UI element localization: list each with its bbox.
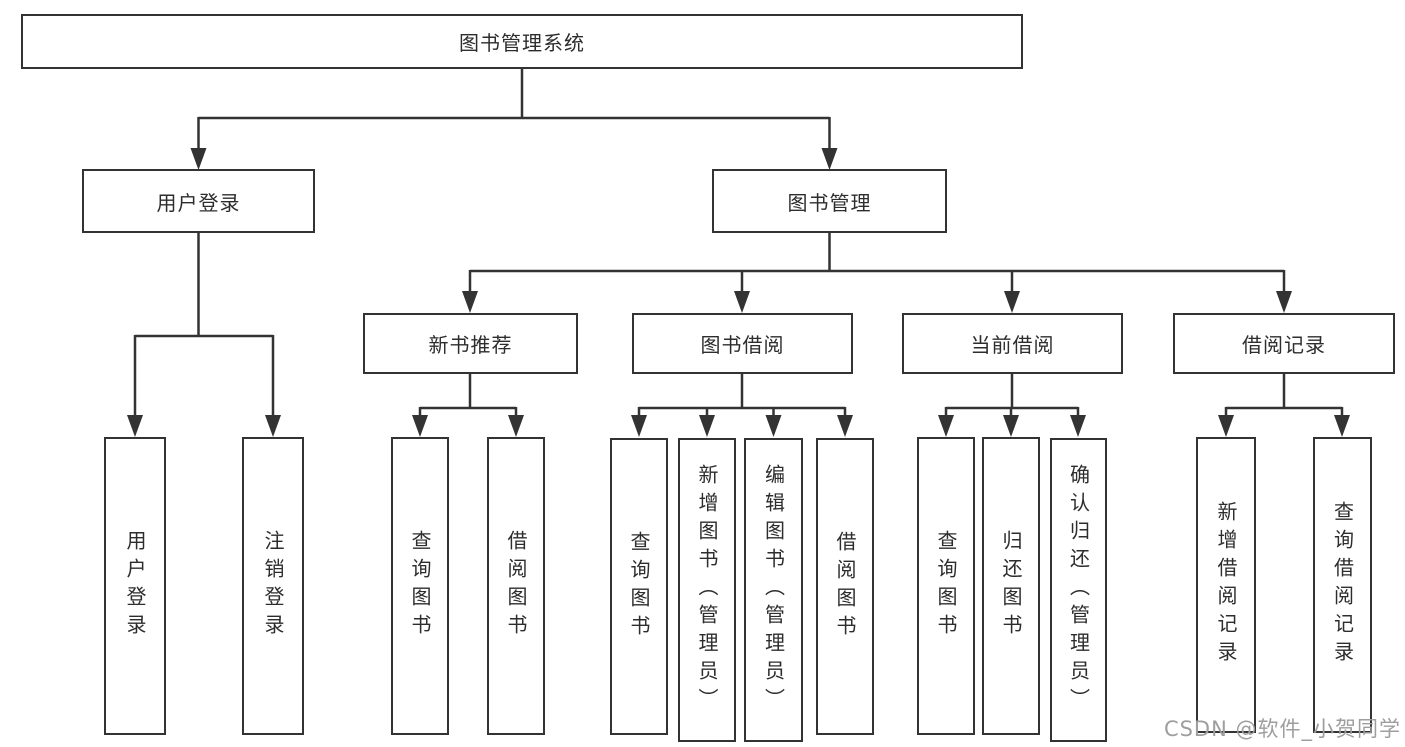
arrowheads-current-leaves [938, 415, 1086, 437]
node-book-borrowing: 图书借阅 [632, 313, 853, 374]
connector-bookmgmt-to-level3 [468, 233, 1286, 294]
arrowheads-newbooks-leaves [412, 415, 524, 437]
node-root: 图书管理系统 [21, 14, 1023, 69]
leaf-borrowing-add-books-admin: 新增图书（管理员） [678, 438, 736, 742]
leaf-borrowing-edit-books-admin: 编辑图书（管理员） [744, 438, 803, 742]
leaf-records-query-record: 查询借阅记录 [1313, 437, 1372, 733]
leaf-current-confirm-return-admin: 确认归还（管理员） [1050, 438, 1107, 742]
node-borrowing-records: 借阅记录 [1173, 313, 1395, 374]
node-book-management: 图书管理 [712, 169, 947, 233]
leaf-borrowing-query-books: 查询图书 [610, 438, 668, 735]
watermark-text: CSDN @软件_小贺同学 [1163, 717, 1401, 741]
connector-newbooks-to-leaves [418, 374, 518, 418]
leaf-user-login: 用户登录 [104, 437, 166, 735]
connector-current-to-leaves [944, 374, 1080, 418]
connector-borrowing-to-leaves [637, 374, 847, 418]
leaf-current-return-books: 归还图书 [982, 437, 1040, 735]
arrowheads-level3 [462, 291, 1292, 313]
arrowheads-userlogin-leaves [127, 415, 281, 437]
leaf-records-add-record: 新增借阅记录 [1196, 437, 1256, 733]
node-new-book-recommend: 新书推荐 [363, 313, 578, 374]
leaf-newbooks-borrow-books: 借阅图书 [487, 437, 545, 735]
connector-userlogin-to-leaves [133, 233, 275, 418]
leaf-current-query-books: 查询图书 [917, 437, 975, 735]
leaf-logout: 注销登录 [242, 437, 304, 735]
arrowheads-level2 [190, 148, 838, 170]
leaf-borrowing-borrow-books: 借阅图书 [816, 438, 874, 735]
leaf-newbooks-query-books: 查询图书 [391, 437, 449, 735]
node-user-login: 用户登录 [82, 169, 315, 233]
arrowheads-records-leaves [1218, 415, 1350, 437]
connector-records-to-leaves [1224, 374, 1344, 418]
node-current-borrowing: 当前借阅 [902, 313, 1123, 374]
connector-root-to-level2 [197, 69, 831, 150]
arrowheads-borrowing-leaves [631, 415, 853, 437]
